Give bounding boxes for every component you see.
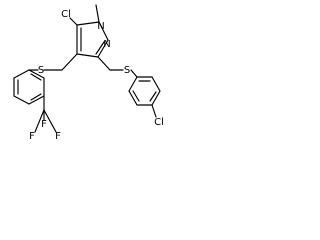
bond-ring-n1-n2 [98,21,109,41]
bond-right-ring-double-3 [132,90,140,102]
atom-f-top: F [41,119,47,130]
atom-cl-right: Cl [154,117,164,128]
bond-left-ring-3 [13,95,30,105]
atom-s-left: S [38,65,44,76]
atom-s-right: S [124,65,130,76]
chemical-structure: Cl N N S S F F F Cl [13,4,164,142]
bond-right-ring-3 [151,90,161,106]
bond-right-ring-6 [128,76,138,92]
bond-c5-cl [69,17,78,26]
bond-s-ring-right [130,69,138,78]
bond-c4-ch2-left [61,53,78,71]
atom-n-methyl: N [97,21,104,32]
bond-left-ring-1 [13,69,30,79]
bond-ring-n2-c3-double [95,41,105,55]
bond-left-ring-4 [28,95,45,105]
bond-n1-methyl [95,4,100,23]
bond-left-ring-double-2 [30,93,42,101]
bond-right-ring-5 [128,90,138,106]
atom-f-left: F [29,131,35,142]
bond-c3-ch2-right [97,56,111,71]
molecule-canvas: Cl N N S S F F F Cl [0,0,175,149]
bond-ring-n2-c3 [97,39,109,58]
bond-ring-c5-n1 [76,21,100,26]
bond-cf3-f-left [34,109,45,133]
bond-cf3-f-right [43,109,57,133]
bond-left-ring-double-3 [30,73,42,81]
atom-cl-top: Cl [61,9,71,20]
bond-right-ring-cl [151,104,157,118]
atom-n-ring: N [103,39,110,50]
bond-right-ring-2 [151,76,161,92]
bond-left-ring-6 [28,69,45,79]
bond-ring-c3-c4 [76,53,99,58]
bond-right-ring-double-2 [149,91,157,102]
atom-f-right: F [55,131,61,142]
